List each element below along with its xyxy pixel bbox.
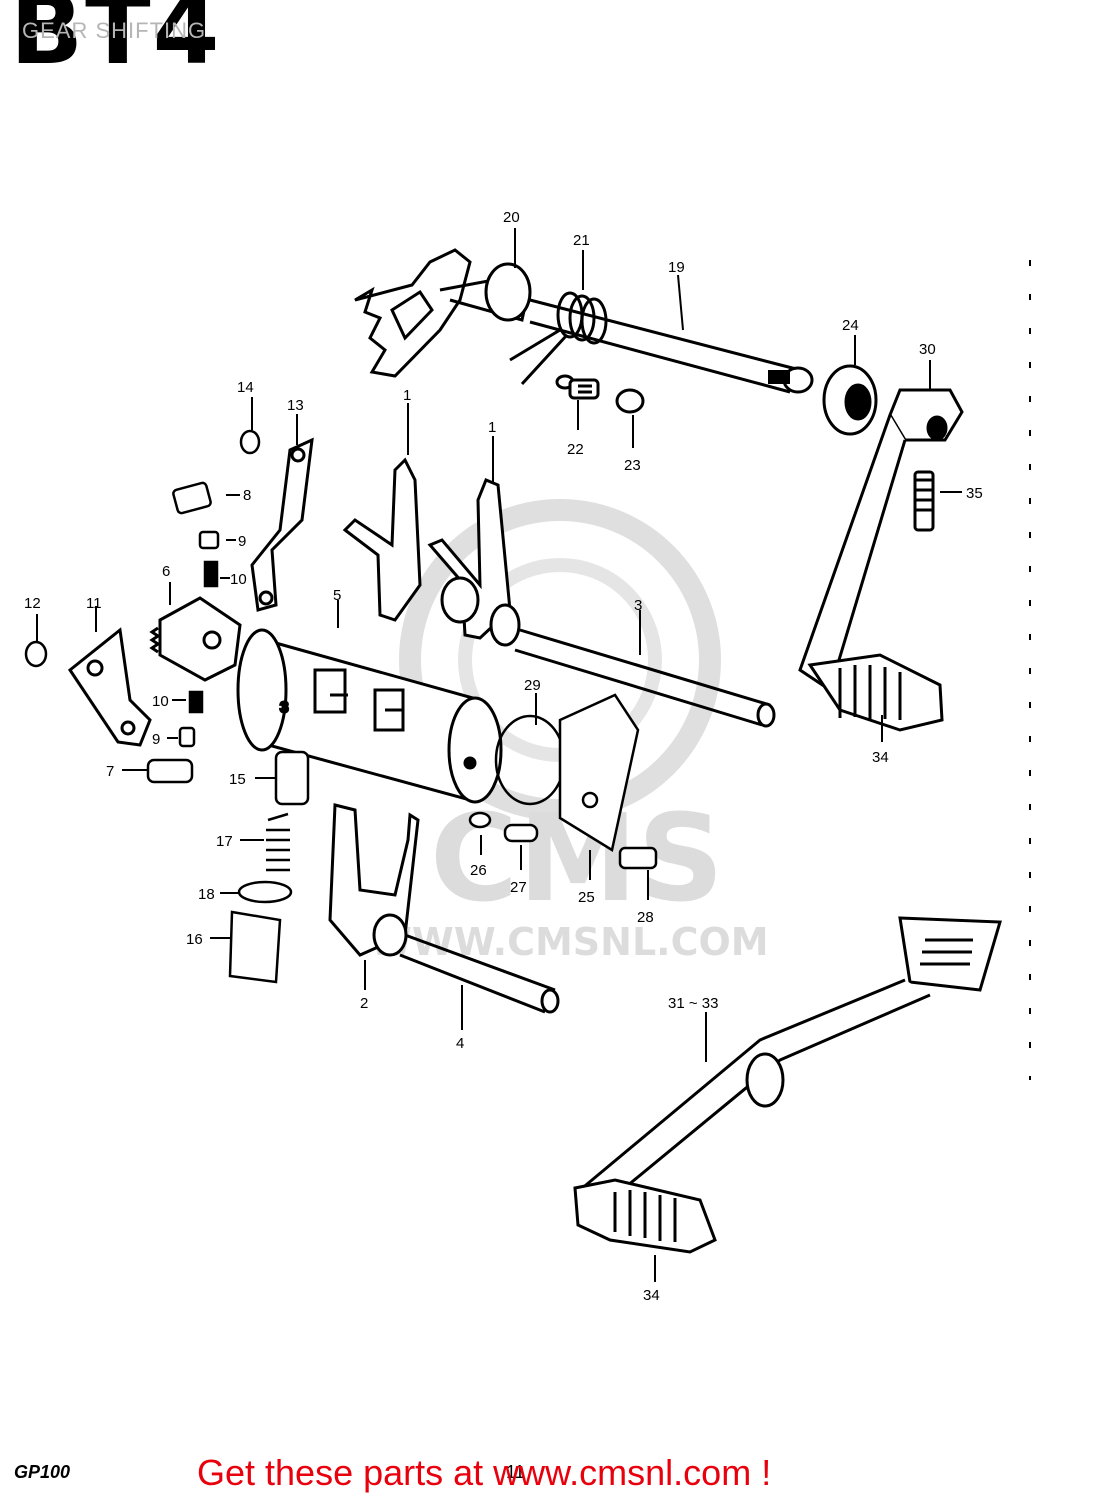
cam-driven-gear — [149, 596, 242, 682]
callout-1a: 1 — [403, 387, 411, 404]
page-title: GEAR SHIFTING — [22, 18, 207, 43]
plug-15 — [274, 750, 310, 806]
gearshift-shaft-assembly — [354, 248, 878, 436]
callout-18: 18 — [198, 886, 215, 903]
callout-24: 24 — [842, 317, 859, 334]
callout-12: 12 — [24, 595, 41, 612]
watermark-url: WWW.CMSNL.COM — [370, 920, 769, 964]
callout-13: 13 — [287, 397, 304, 414]
model-code: GP100 — [14, 1462, 71, 1482]
screw-28 — [618, 846, 658, 870]
shift-fork-2-and-shaft — [328, 803, 560, 1014]
callout-20: 20 — [503, 209, 520, 226]
callout-9b: 9 — [152, 731, 160, 748]
stopper-bolt — [555, 374, 600, 400]
callout-9a: 9 — [238, 533, 246, 550]
pin-9a — [198, 530, 220, 550]
callout-7: 7 — [106, 763, 114, 780]
screw-14 — [239, 429, 261, 455]
pawl-8 — [172, 481, 212, 515]
leader-lines — [36, 228, 962, 1282]
washer — [615, 388, 645, 414]
page-number: 11 — [506, 1462, 525, 1482]
spring-10b — [188, 690, 204, 714]
callout-27: 27 — [510, 879, 527, 896]
callout-31-33: 31 ~ 33 — [668, 995, 718, 1012]
callout-25: 25 — [578, 889, 595, 906]
callout-23: 23 — [624, 457, 641, 474]
callout-1b: 1 — [488, 419, 496, 436]
callout-16: 16 — [186, 931, 203, 948]
callout-3: 3 — [634, 597, 642, 614]
callout-34b: 34 — [643, 1287, 660, 1304]
callout-6: 6 — [162, 563, 170, 580]
section-code: BT4 — [10, 0, 222, 86]
shift-forks — [342, 457, 521, 647]
callout-29: 29 — [524, 677, 541, 694]
return-spring — [509, 291, 608, 386]
callout-28: 28 — [637, 909, 654, 926]
spring-17 — [266, 812, 290, 872]
callout-34a: 34 — [872, 749, 889, 766]
cover-25 — [558, 693, 640, 852]
gearshift-lever-lower — [573, 916, 1002, 1254]
callout-22: 22 — [567, 441, 584, 458]
oil-seal — [822, 364, 878, 436]
screw-12 — [24, 640, 48, 668]
fork-shaft-3 — [514, 628, 776, 728]
gearshift-lever-upper — [798, 388, 964, 732]
spring-26 — [468, 811, 492, 829]
callout-2: 2 — [360, 995, 368, 1012]
callout-15: 15 — [229, 771, 246, 788]
small-parts — [24, 429, 658, 984]
callout-11: 11 — [86, 595, 102, 612]
callout-8: 8 — [243, 487, 251, 504]
callout-labels: 20 21 19 24 30 1 1 14 13 8 9 10 6 12 11 … — [24, 209, 983, 1304]
callout-21: 21 — [573, 232, 590, 249]
callout-26: 26 — [470, 862, 487, 879]
plug-16 — [228, 910, 282, 984]
pin-9b — [178, 726, 196, 748]
callout-19: 19 — [668, 259, 685, 276]
callout-14: 14 — [237, 379, 254, 396]
pawl-7 — [146, 758, 194, 784]
spring-10a — [203, 560, 219, 588]
buy-parts-link[interactable]: Get these parts at www.cmsnl.com ! — [197, 1452, 772, 1493]
callout-5: 5 — [333, 587, 341, 604]
callout-17: 17 — [216, 833, 233, 850]
shift-cam: 3 — [236, 628, 503, 804]
gasket-18 — [237, 880, 293, 904]
callout-30: 30 — [919, 341, 936, 358]
svg-text:3: 3 — [280, 699, 288, 716]
callout-10b: 10 — [152, 693, 169, 710]
pin-27 — [503, 823, 539, 843]
callout-4: 4 — [456, 1035, 464, 1052]
callout-35: 35 — [966, 485, 983, 502]
callout-10a: 10 — [230, 571, 247, 588]
cam-guide-plate — [67, 627, 152, 747]
stopper-arm — [250, 437, 314, 612]
